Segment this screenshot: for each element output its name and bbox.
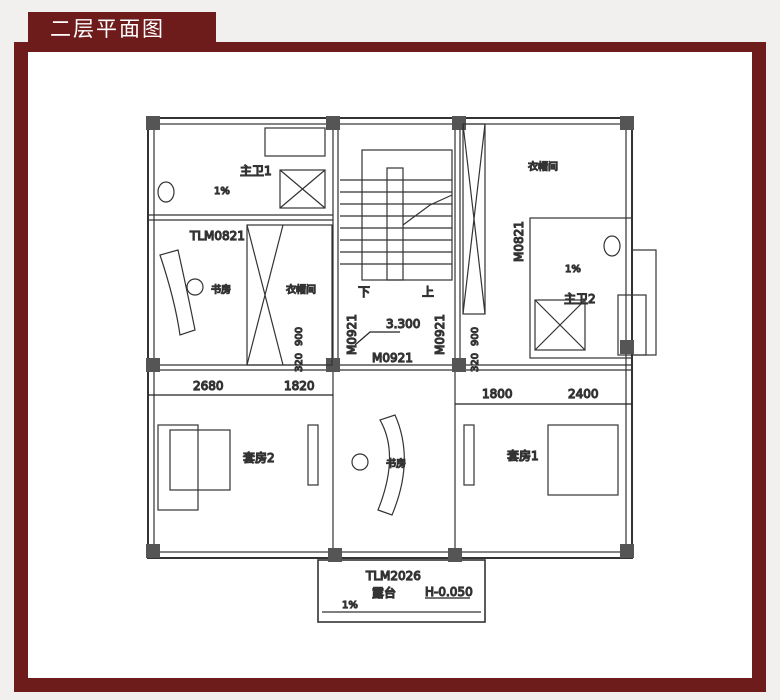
stair-up-label: 上 — [422, 285, 434, 299]
door-label: TLM2026 — [365, 569, 421, 583]
room-label-balcony: 露台 — [372, 585, 396, 600]
room-label-closet2: 衣帽间 — [528, 160, 558, 173]
dimension-label: 1800 — [482, 387, 513, 401]
room-label-study1: 书房 — [211, 283, 231, 296]
room-label-bath2: 主卫2 — [564, 292, 596, 306]
elevation-label: 3.300 — [386, 317, 420, 331]
room-label-suite2: 套房2 — [243, 450, 275, 465]
door-label: TLM0821 — [189, 229, 245, 243]
room-label-bath1: 主卫1 — [240, 164, 272, 178]
walls — [147, 117, 657, 623]
dimension-lines — [148, 331, 632, 599]
dimension-label: 2400 — [568, 387, 599, 401]
slope-label: 1% — [342, 600, 358, 611]
elevation-label: H-0.050 — [425, 585, 473, 599]
dimension-label: 1820 — [284, 379, 315, 393]
furniture — [157, 181, 621, 516]
room-label-study2: 书房 — [386, 457, 406, 470]
room-label-closet1: 衣帽间 — [286, 283, 316, 296]
slope-label: 1% — [214, 186, 230, 197]
page-title: 二层平面图 — [28, 12, 216, 46]
dimension-label: 320 — [470, 353, 481, 372]
door-label: M0921 — [433, 314, 447, 355]
columns — [146, 116, 634, 562]
stair — [340, 149, 453, 281]
dimension-label: 320 — [294, 353, 305, 372]
closets — [246, 123, 647, 366]
slope-label: 1% — [565, 264, 581, 275]
dimension-label: 900 — [470, 327, 481, 346]
stair-down-label: 下 — [358, 285, 370, 299]
dimension-label: 900 — [294, 327, 305, 346]
door-label: M0921 — [372, 351, 413, 365]
dimension-label: 2680 — [193, 379, 224, 393]
door-label: M0821 — [512, 221, 526, 262]
door-label: M0921 — [345, 314, 359, 355]
room-label-suite1: 套房1 — [507, 448, 539, 463]
